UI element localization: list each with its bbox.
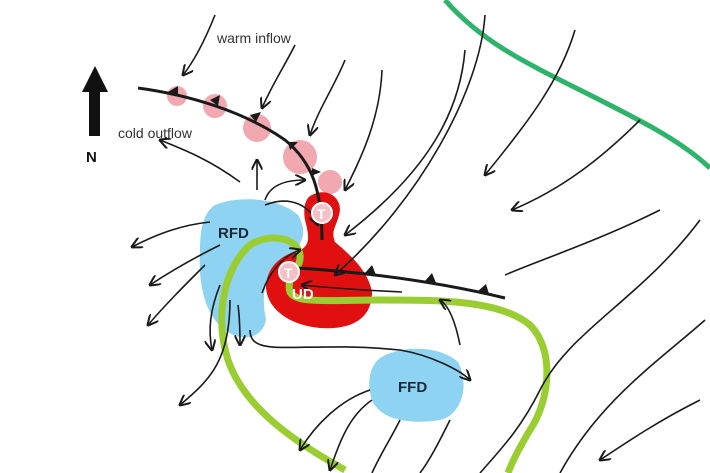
cold-outflow-label: cold outflow: [118, 125, 193, 141]
front-triangles: [168, 86, 321, 176]
pink-circles: [167, 86, 342, 194]
rfd-label: RFD: [218, 225, 249, 242]
outflow-boundary-line: [218, 234, 551, 473]
cold-front-line: [137, 86, 324, 241]
tornado-marker-2: T: [278, 261, 300, 283]
streamlines: [132, 14, 706, 473]
ud-label: UD: [292, 286, 314, 303]
tornado-label-2: T: [284, 265, 293, 281]
north-label: N: [86, 149, 97, 166]
forward-boundary-line: [443, 0, 710, 170]
tornado-label-1: T: [317, 206, 326, 222]
ffd-region: [369, 348, 464, 422]
gust-front-line: [297, 266, 506, 300]
ffd-label: FFD: [398, 379, 427, 396]
gust-front-triangles: [365, 265, 489, 294]
north-arrow-icon: [82, 66, 108, 136]
warm-inflow-label: warm inflow: [216, 30, 292, 46]
tornado-marker-1: T: [311, 202, 333, 224]
